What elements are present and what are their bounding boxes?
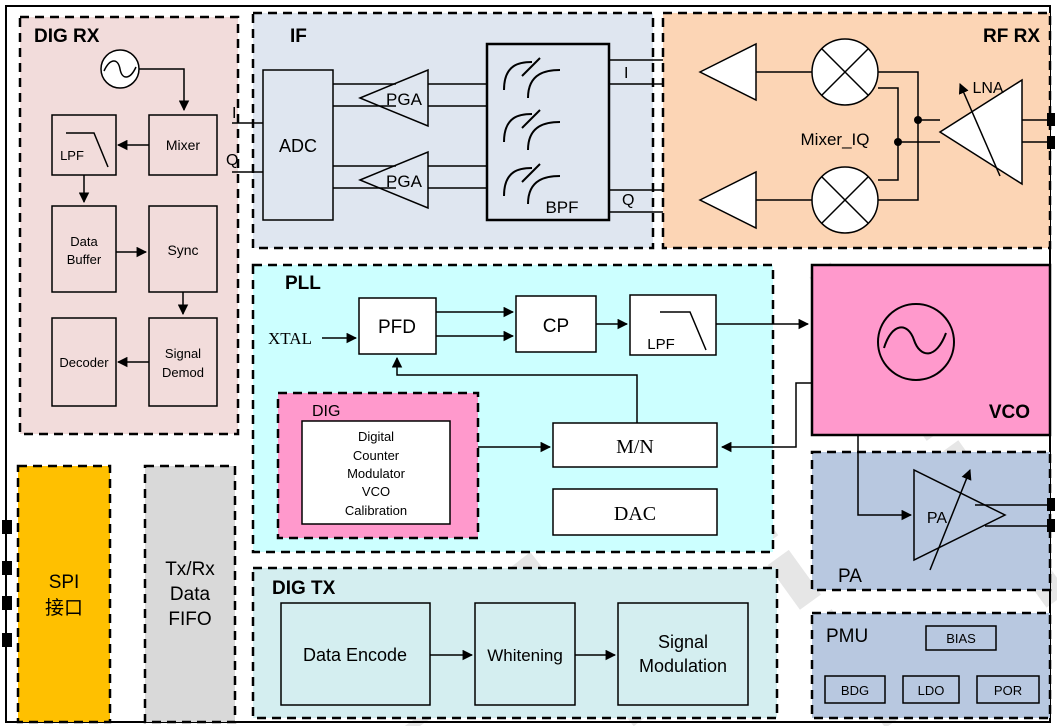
signal-demod-line-1: Signal [165, 346, 201, 361]
spi-line-2: 接口 [45, 597, 83, 619]
dig-rx-i-label: I [232, 105, 236, 122]
pll-dig-line-3: Modulator [347, 466, 405, 481]
pfd-block [358, 297, 437, 355]
pa-output-pin-2 [1047, 519, 1055, 532]
signal-modulation-block [617, 602, 749, 706]
fifo-line-2: Data [170, 584, 211, 605]
mixer-i-icon [811, 38, 879, 106]
mixer-iq-label: Mixer_IQ [801, 130, 870, 149]
decoder-block [51, 317, 117, 407]
pa-output-pin-1 [1047, 498, 1055, 511]
spi-pin-3 [2, 596, 12, 610]
signal-modulation-line-1: Signal [658, 632, 708, 652]
if-title: IF [290, 26, 307, 47]
ldo-block [902, 675, 960, 704]
spi-block: SPI 接口 [2, 464, 112, 724]
lpf-curve-icon [66, 132, 109, 168]
lpf-block [51, 114, 117, 176]
signal-demod-line-2: Demod [162, 365, 204, 380]
pa-triangle [913, 468, 1007, 562]
pga-upper-label: PGA [386, 90, 423, 109]
rf-input-pin-2 [1047, 136, 1055, 149]
fifo-line-1: Tx/Rx [165, 559, 215, 580]
signal-modulation-line-2: Modulation [639, 656, 727, 676]
pll-block: PLL XTAL PFD CP LPF DIG Digital Counter … [251, 263, 814, 554]
dac-label: DAC [614, 503, 656, 525]
pa-block: PA PA [810, 435, 1055, 592]
cp-block [515, 295, 597, 353]
whitening-label: Whitening [487, 646, 563, 665]
data-encode-block [280, 602, 431, 706]
pa-variable-arrow [929, 469, 972, 571]
lna-label: LNA [972, 80, 1003, 97]
pll-dig-title: DIG [312, 403, 340, 420]
adc-block [262, 69, 334, 221]
pll-dig-line-5: Calibration [345, 503, 407, 518]
vco-block: VCO [810, 263, 1052, 437]
bias-block [925, 625, 997, 651]
pmu-title: PMU [826, 626, 868, 647]
pfd-label: PFD [378, 317, 416, 338]
pll-dig-inner-box [301, 420, 451, 525]
bias-label: BIAS [946, 631, 976, 646]
xtal-label: XTAL [268, 329, 312, 348]
cp-label: CP [543, 316, 569, 337]
sync-label: Sync [167, 242, 198, 258]
data-buffer-block [51, 205, 117, 293]
spi-pin-2 [2, 561, 12, 575]
bpf-label: BPF [545, 198, 578, 217]
dac-block [552, 488, 718, 536]
data-buffer-line-2: Buffer [67, 252, 102, 267]
rf-rx-block: RF RX Mixer_IQ LNA [661, 11, 1055, 250]
pll-dig-line-2: Counter [353, 448, 400, 463]
pll-dig-line-1: Digital [358, 429, 394, 444]
fifo-line-3: FIFO [168, 609, 211, 630]
oscillator-icon [100, 49, 140, 89]
spi-pin-1 [2, 520, 12, 534]
dig-rx-block: DIG RX Mixer LPF Data Buffer Sync Signal… [18, 15, 240, 436]
mixer-q-icon [811, 166, 879, 234]
lpf-label: LPF [60, 148, 84, 163]
spi-pin-4 [2, 633, 12, 647]
if-q-label: Q [622, 192, 634, 209]
mn-block [552, 422, 718, 468]
rf-input-pin-1 [1047, 113, 1055, 126]
pll-lpf-block [629, 294, 717, 356]
pmu-block: PMU BIAS BDG LDO POR [810, 611, 1052, 720]
fifo-block: Tx/Rx Data FIFO [143, 464, 237, 724]
whitening-block [474, 602, 576, 706]
pa-amp-label: PA [927, 510, 947, 527]
data-buffer-line-1: Data [70, 234, 98, 249]
bdg-block [824, 675, 886, 704]
decoder-label: Decoder [59, 355, 109, 370]
mn-label: M/N [616, 436, 654, 458]
por-block [976, 675, 1040, 704]
if-i-label: I [624, 65, 628, 82]
lna-variable-arrow [958, 83, 1001, 177]
pll-title: PLL [285, 273, 321, 294]
pll-lpf-label: LPF [647, 336, 675, 353]
pa-title: PA [838, 566, 862, 587]
dig-rx-title: DIG RX [34, 26, 100, 47]
rf-rx-title: RF RX [983, 26, 1040, 47]
ldo-label: LDO [918, 683, 945, 698]
vco-oscillator-icon [877, 303, 955, 381]
bpf-filter-icon [503, 57, 561, 205]
dig-tx-title: DIG TX [272, 578, 336, 599]
por-label: POR [994, 683, 1022, 698]
mixer-label: Mixer [166, 137, 201, 153]
bdg-label: BDG [841, 683, 869, 698]
signal-demod-block [148, 317, 218, 407]
spi-line-1: SPI [49, 572, 80, 593]
pga-lower-label: PGA [386, 172, 423, 191]
pll-dig-line-4: VCO [362, 484, 390, 499]
if-block: IF ADC PGA PGA BPF I [232, 11, 700, 250]
dig-tx-block: DIG TX Data Encode Whitening Signal Modu… [251, 566, 779, 720]
data-encode-label: Data Encode [303, 645, 407, 665]
adc-label: ADC [279, 136, 317, 156]
pll-lpf-curve-icon [660, 311, 707, 351]
dig-rx-q-label: Q [226, 152, 238, 169]
vco-title: VCO [989, 402, 1030, 423]
